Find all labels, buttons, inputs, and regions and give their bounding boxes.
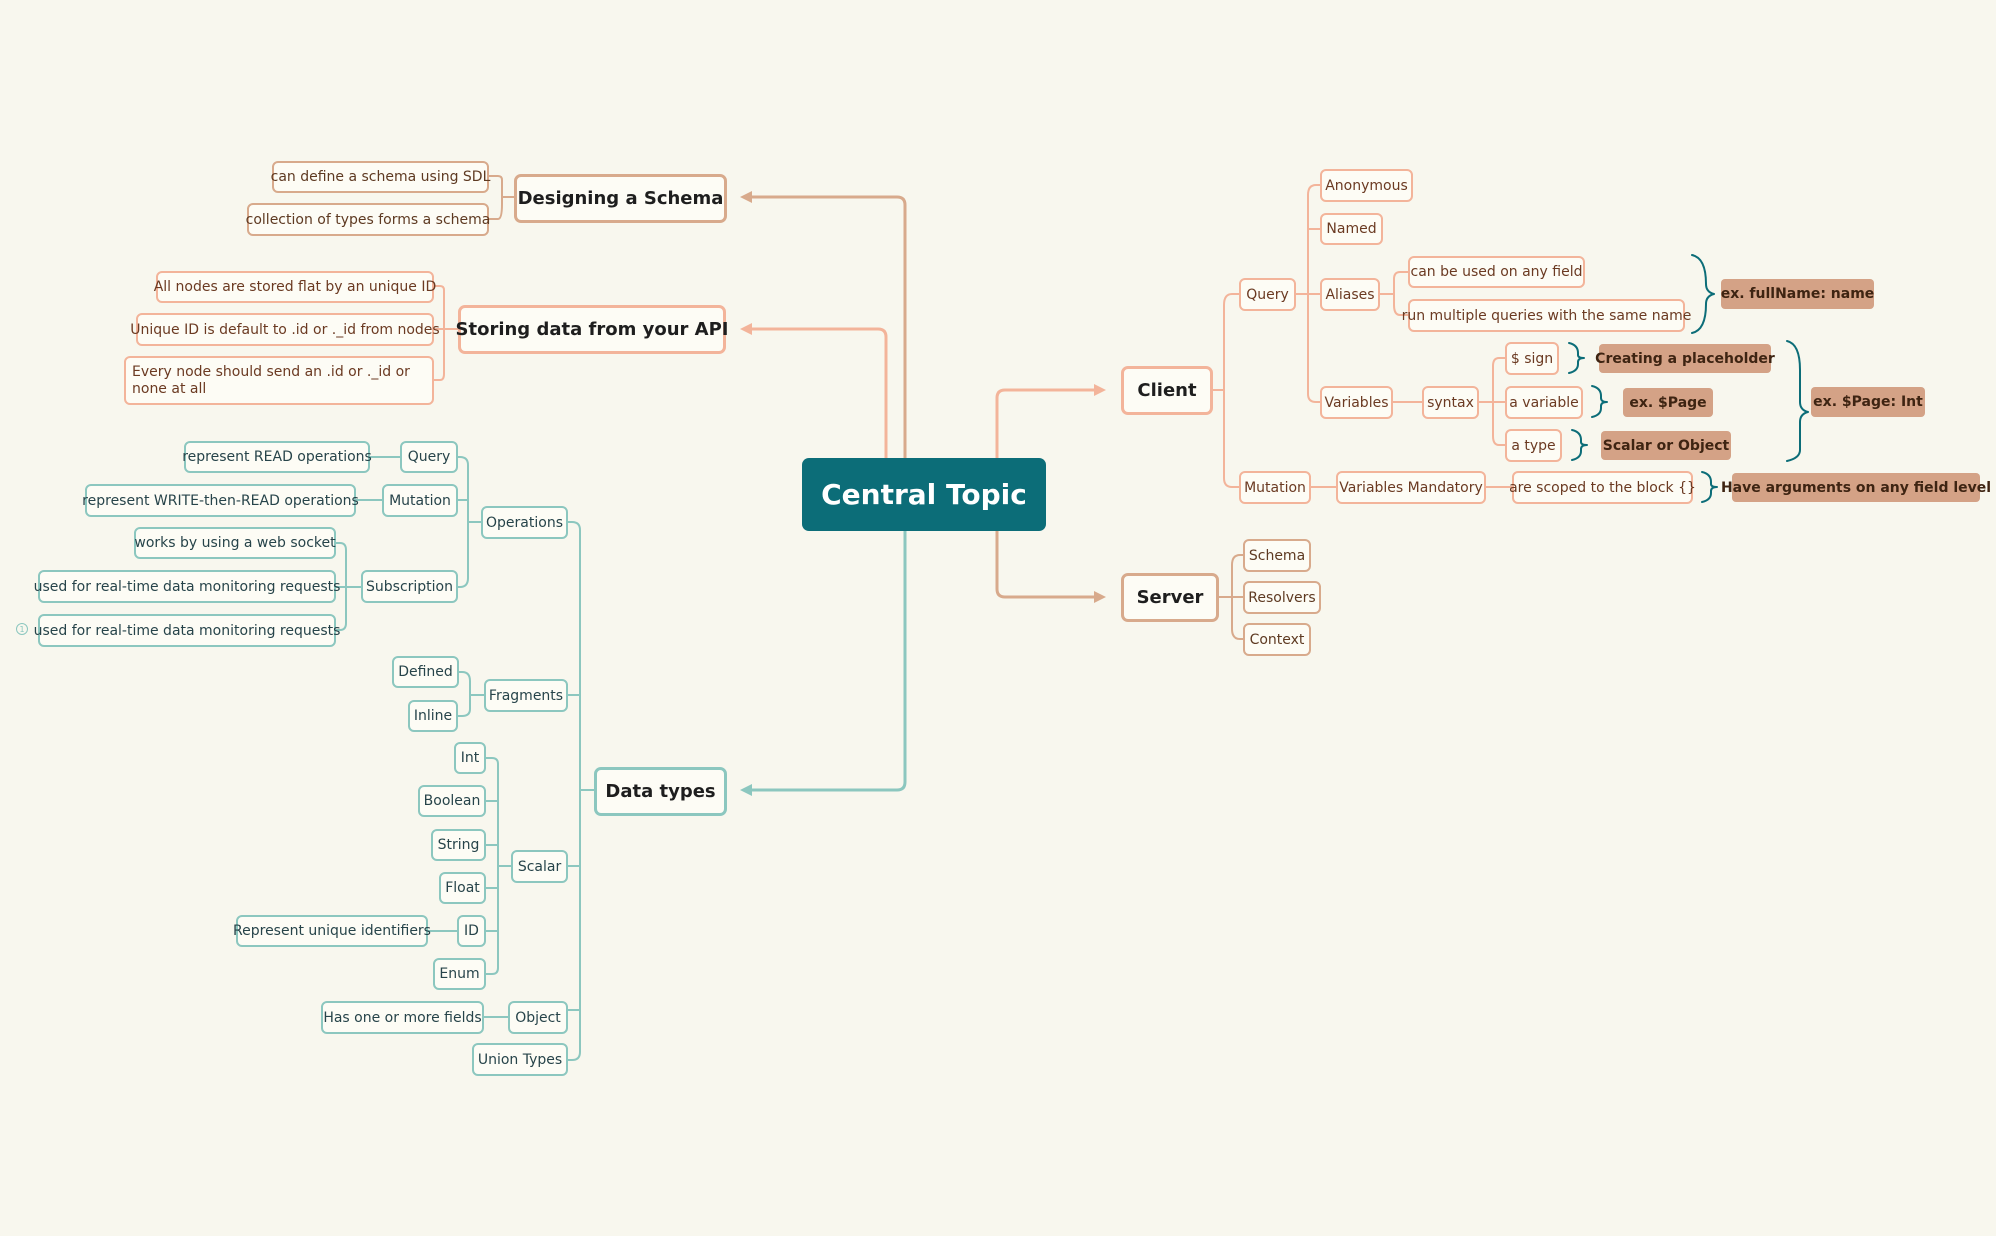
scalar-string[interactable]: String <box>431 829 486 861</box>
subtopic-collection-of-types[interactable]: collection of types forms a schema <box>246 203 490 236</box>
summary-scalar-or-object[interactable]: Scalar or Object <box>1601 431 1731 460</box>
scalar-float[interactable]: Float <box>439 872 486 904</box>
summary-arguments-any-field[interactable]: Have arguments on any field level <box>1721 473 1991 502</box>
variables-syntax[interactable]: syntax <box>1422 386 1479 419</box>
fragments-inline[interactable]: Inline <box>408 700 458 732</box>
scalar-int[interactable]: Int <box>454 742 486 774</box>
query-named[interactable]: Named <box>1320 213 1383 245</box>
subtopic-scalar[interactable]: Scalar <box>511 850 568 883</box>
subscription-note-realtime-copy[interactable]: used for real-time data monitoring reque… <box>34 614 340 647</box>
client-mutation[interactable]: Mutation <box>1239 471 1311 504</box>
aliases-multiple-queries[interactable]: run multiple queries with the same name <box>1402 299 1691 332</box>
scalar-boolean[interactable]: Boolean <box>418 785 486 817</box>
subscription-note-realtime[interactable]: used for real-time data monitoring reque… <box>34 570 340 603</box>
subtopic-unique-id-default[interactable]: Unique ID is default to .id or ._id from… <box>130 313 440 346</box>
subscription-note-websocket[interactable]: works by using a web socket <box>134 527 336 559</box>
operations-subscription[interactable]: Subscription <box>361 570 458 603</box>
syntax-dollar-sign[interactable]: $ sign <box>1505 342 1559 375</box>
subtopic-object[interactable]: Object <box>508 1001 568 1034</box>
subtopic-every-node-send-id[interactable]: Every node should send an .id or ._id or… <box>124 356 434 405</box>
server-context[interactable]: Context <box>1243 623 1311 656</box>
syntax-a-variable[interactable]: a variable <box>1505 386 1583 419</box>
aliases-any-field[interactable]: can be used on any field <box>1408 256 1585 288</box>
scalar-id[interactable]: ID <box>457 915 486 947</box>
object-note[interactable]: Has one or more fields <box>321 1001 484 1034</box>
subtopic-define-schema-sdl[interactable]: can define a schema using SDL <box>271 161 490 193</box>
server-schema[interactable]: Schema <box>1243 539 1311 572</box>
central-topic[interactable]: Central Topic <box>802 458 1046 531</box>
topic-client[interactable]: Client <box>1121 366 1213 415</box>
subtopic-union-types[interactable]: Union Types <box>472 1043 568 1076</box>
topic-storing-data[interactable]: Storing data from your API <box>456 305 729 354</box>
query-aliases[interactable]: Aliases <box>1320 278 1380 311</box>
query-note[interactable]: represent READ operations <box>182 441 372 473</box>
query-anonymous[interactable]: Anonymous <box>1320 169 1413 202</box>
topic-designing-a-schema[interactable]: Designing a Schema <box>514 174 727 223</box>
query-variables[interactable]: Variables <box>1320 386 1393 419</box>
fragments-defined[interactable]: Defined <box>392 656 459 688</box>
subtopic-nodes-stored-flat[interactable]: All nodes are stored flat by an unique I… <box>154 271 436 303</box>
mutation-variables-mandatory[interactable]: Variables Mandatory <box>1336 471 1486 504</box>
client-query[interactable]: Query <box>1239 278 1296 311</box>
summary-ex-page[interactable]: ex. $Page <box>1623 388 1713 417</box>
summary-placeholder[interactable]: Creating a placeholder <box>1595 344 1775 373</box>
subtopic-operations[interactable]: Operations <box>481 506 568 539</box>
topic-server[interactable]: Server <box>1121 573 1219 622</box>
topic-data-types[interactable]: Data types <box>594 767 727 816</box>
syntax-a-type[interactable]: a type <box>1505 429 1562 462</box>
mutation-scoped-block[interactable]: are scoped to the block {} <box>1509 471 1696 504</box>
mutation-note[interactable]: represent WRITE-then-READ operations <box>82 484 359 517</box>
id-note[interactable]: Represent unique identifiers <box>233 915 431 947</box>
summary-fullname[interactable]: ex. fullName: name <box>1721 279 1874 309</box>
operations-mutation[interactable]: Mutation <box>382 484 458 517</box>
operations-query[interactable]: Query <box>400 441 458 473</box>
numbering-marker-icon: 1 <box>16 623 28 635</box>
summary-page-int[interactable]: ex. $Page: Int <box>1811 387 1925 417</box>
server-resolvers[interactable]: Resolvers <box>1243 581 1321 614</box>
scalar-enum[interactable]: Enum <box>433 958 486 990</box>
subtopic-fragments[interactable]: Fragments <box>484 679 568 712</box>
